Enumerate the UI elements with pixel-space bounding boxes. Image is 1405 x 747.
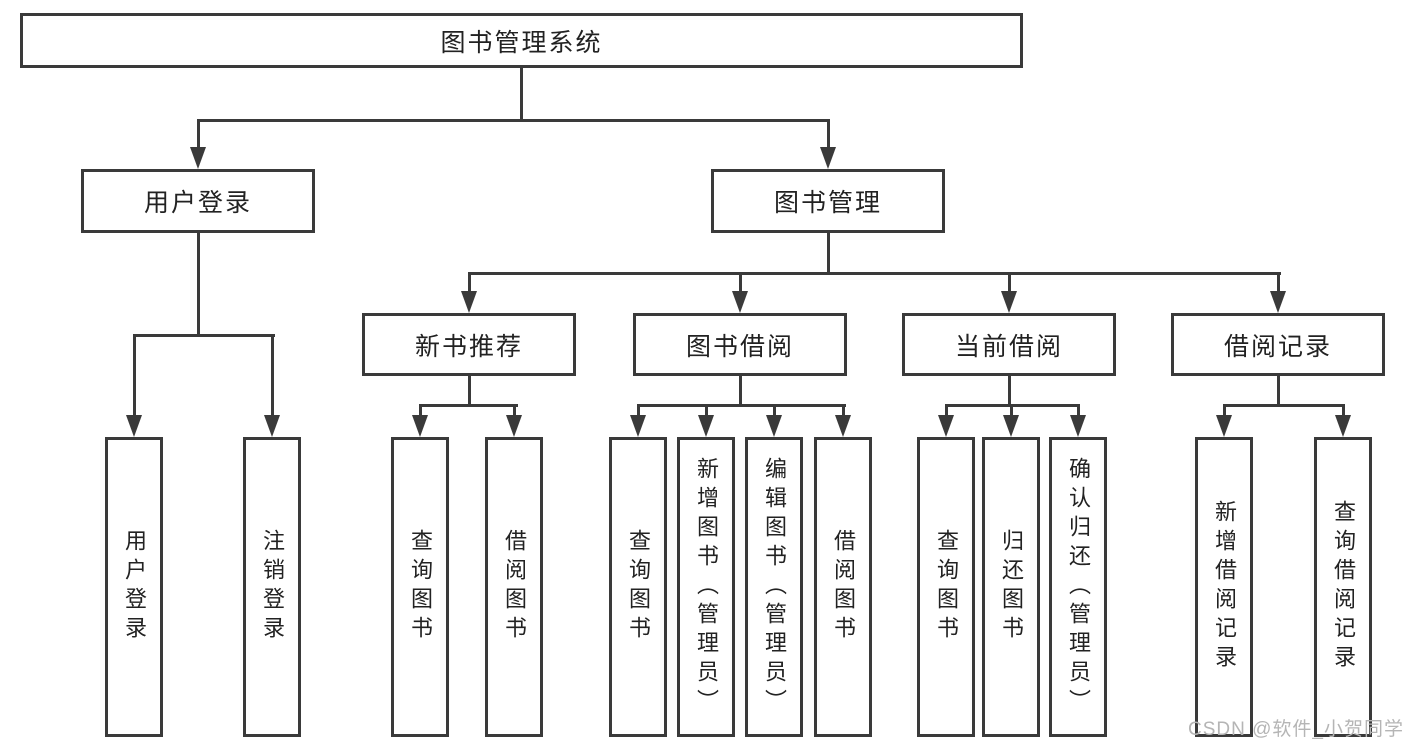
leaf-label: 新增借阅记录 [1212, 500, 1237, 674]
connector [704, 404, 708, 418]
leaf-current-return-books: 归还图书 [982, 437, 1040, 737]
arrowhead [264, 415, 280, 437]
connector [772, 404, 776, 418]
connector [1276, 272, 1280, 294]
leaf-label: 新增图书（管理员） [694, 456, 719, 718]
arrowhead [1003, 415, 1019, 437]
connector [944, 404, 948, 418]
connector [196, 119, 200, 151]
arrowhead [698, 415, 714, 437]
connector [520, 66, 523, 122]
arrowhead [461, 291, 477, 313]
connector [738, 376, 742, 407]
connector [1007, 376, 1011, 407]
connector [826, 233, 830, 275]
connector [418, 404, 422, 418]
leaf-current-confirm-return-admin: 确认归还（管理员） [1049, 437, 1107, 737]
connector [467, 272, 471, 294]
node-book-management: 图书管理 [711, 169, 945, 233]
leaf-label: 归还图书 [999, 529, 1024, 645]
leaf-label: 查询图书 [408, 529, 433, 645]
connector [132, 334, 275, 337]
arrowhead [1216, 415, 1232, 437]
csdn-watermark: CSDN @软件_小贺同学 [1188, 719, 1404, 740]
connector [132, 334, 136, 418]
connector [467, 272, 1281, 275]
arrowhead [732, 291, 748, 313]
node-user-login: 用户登录 [81, 169, 315, 233]
arrowhead [1070, 415, 1086, 437]
leaf-borrow-add-books-admin: 新增图书（管理员） [677, 437, 735, 737]
connector [1276, 376, 1280, 407]
leaf-label: 查询图书 [934, 529, 959, 645]
leaf-label: 确认归还（管理员） [1066, 456, 1091, 718]
arrowhead [1335, 415, 1351, 437]
leaf-label: 借阅图书 [831, 529, 856, 645]
connector [636, 404, 846, 407]
leaf-borrow-borrow-books: 借阅图书 [814, 437, 872, 737]
connector [418, 404, 518, 407]
leaf-label: 用户登录 [122, 529, 147, 645]
leaf-borrow-edit-books-admin: 编辑图书（管理员） [745, 437, 803, 737]
connector [196, 119, 830, 122]
connector [512, 404, 516, 418]
connector [1009, 404, 1013, 418]
arrowhead [506, 415, 522, 437]
leaf-label: 借阅图书 [502, 529, 527, 645]
connector [1222, 404, 1345, 407]
connector [467, 376, 471, 407]
arrowhead [938, 415, 954, 437]
leaf-user-login: 用户登录 [105, 437, 163, 737]
connector [1341, 404, 1345, 418]
leaf-label: 编辑图书（管理员） [762, 456, 787, 718]
node-borrow-records: 借阅记录 [1171, 313, 1385, 376]
node-book-borrow: 图书借阅 [633, 313, 847, 376]
leaf-label: 查询图书 [626, 529, 651, 645]
leaf-logout: 注销登录 [243, 437, 301, 737]
leaf-current-query-books: 查询图书 [917, 437, 975, 737]
node-root: 图书管理系统 [20, 13, 1023, 68]
connector [738, 272, 742, 294]
leaf-record-query-borrow-record: 查询借阅记录 [1314, 437, 1372, 737]
arrowhead [412, 415, 428, 437]
leaf-recommend-query-books: 查询图书 [391, 437, 449, 737]
leaf-label: 注销登录 [260, 529, 285, 645]
arrowhead [126, 415, 142, 437]
arrowhead [766, 415, 782, 437]
arrowhead [835, 415, 851, 437]
connector [196, 233, 200, 337]
arrowhead [1270, 291, 1286, 313]
arrowhead [820, 147, 836, 169]
leaf-borrow-query-books: 查询图书 [609, 437, 667, 737]
leaf-record-add-borrow-record: 新增借阅记录 [1195, 437, 1253, 737]
connector [1007, 272, 1011, 294]
connector [826, 119, 830, 151]
connector [841, 404, 845, 418]
leaf-label: 查询借阅记录 [1331, 500, 1356, 674]
node-new-book-recommend: 新书推荐 [362, 313, 576, 376]
node-current-borrow: 当前借阅 [902, 313, 1116, 376]
arrowhead [1001, 291, 1017, 313]
arrowhead [630, 415, 646, 437]
connector [1222, 404, 1226, 418]
connector [636, 404, 640, 418]
arrowhead [190, 147, 206, 169]
leaf-recommend-borrow-books: 借阅图书 [485, 437, 543, 737]
connector [270, 334, 274, 418]
connector [1076, 404, 1080, 418]
